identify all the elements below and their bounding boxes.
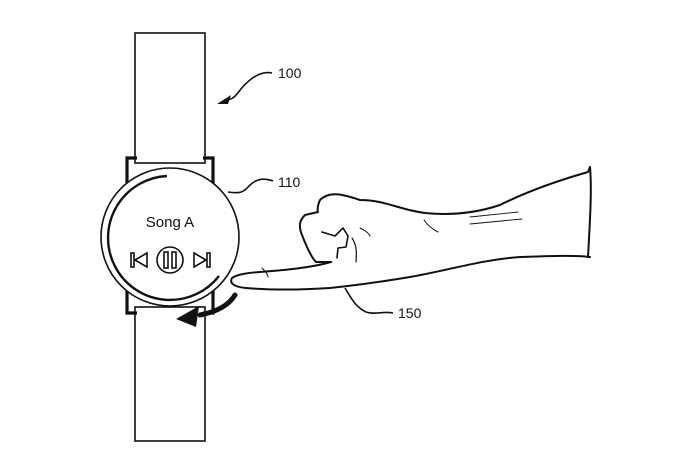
lower-strap [134,306,206,442]
watch-face[interactable] [100,167,240,307]
reference-110: 110 [227,174,301,194]
reference-100: 100 [217,65,302,104]
reference-label-110: 110 [278,174,301,190]
reference-label-100: 100 [278,65,302,81]
reference-label-150: 150 [398,305,422,321]
next-track-icon[interactable] [193,251,211,269]
hand-illustration [230,166,592,291]
upper-strap [134,32,206,164]
reference-150: 150 [344,287,422,321]
song-title: Song A [146,214,194,231]
swipe-direction-arrow-icon [176,292,238,327]
previous-track-icon[interactable] [130,251,148,269]
watch-screen: Song A [130,214,211,274]
pause-icon[interactable] [156,246,184,274]
